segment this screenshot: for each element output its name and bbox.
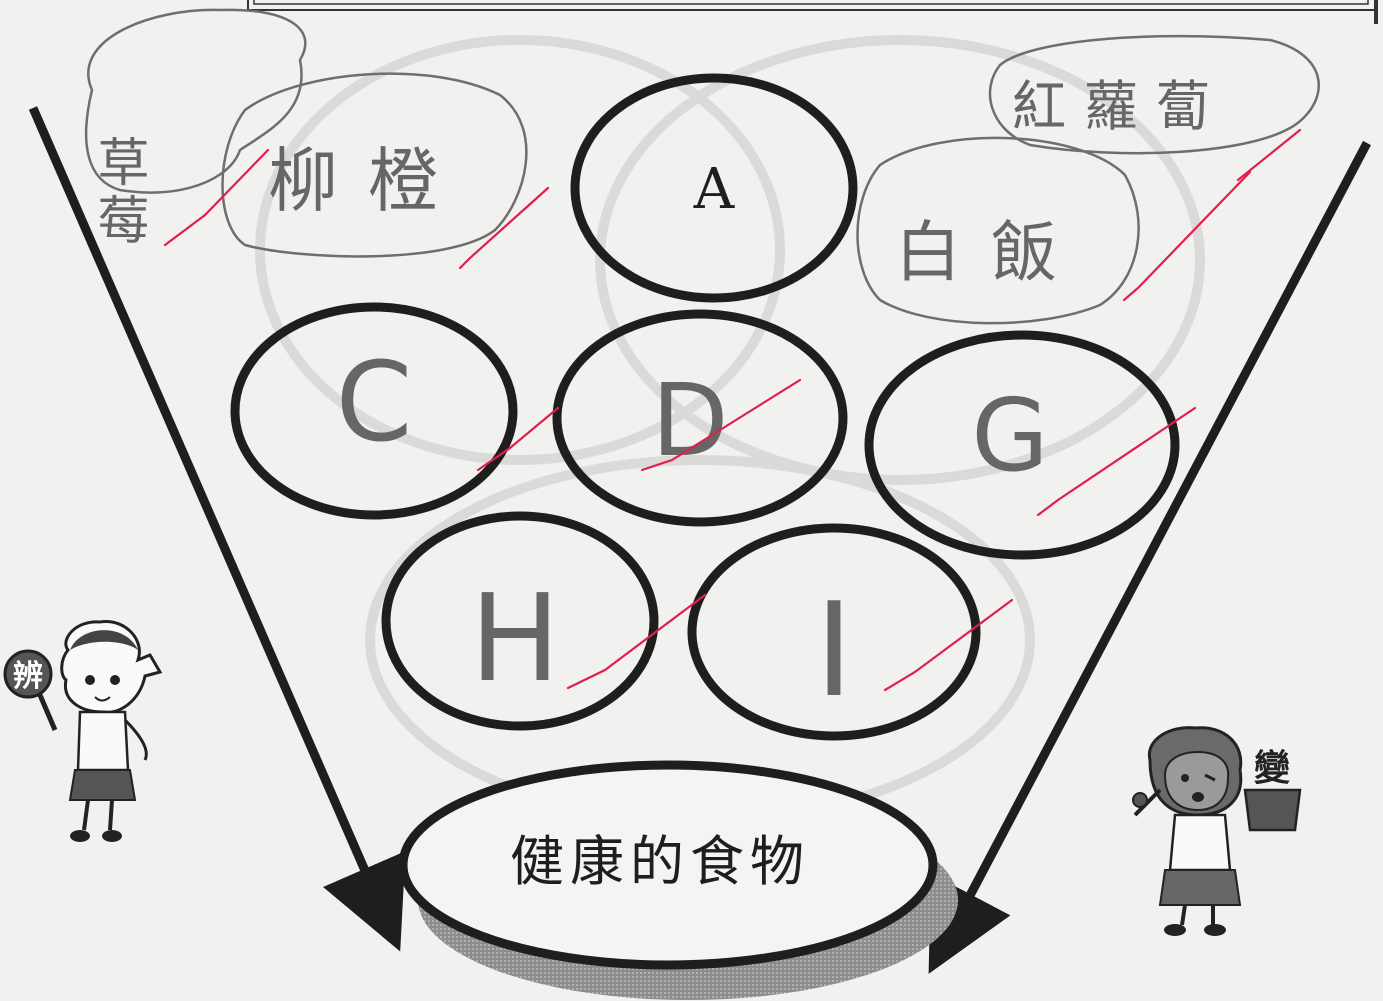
- check-mark-icon: [566, 593, 707, 690]
- left-sign-text: 辨: [13, 659, 43, 694]
- check-mark-icon: [1236, 128, 1302, 182]
- result-node: 健康的食物: [398, 760, 958, 1000]
- node-d-label: D: [651, 362, 728, 479]
- top-banner-frame: [247, 0, 1378, 24]
- note-rice-text: 白飯: [895, 214, 1087, 291]
- node-h: H: [381, 511, 659, 731]
- background-decoration: [255, 35, 1205, 825]
- result-label: 健康的食物: [510, 830, 810, 893]
- right-girl-illustration: 變: [1132, 726, 1302, 936]
- right-funnel-arrow: [928, 140, 1371, 974]
- check-mark-icon: [458, 186, 550, 270]
- check-mark-icon: [883, 598, 1014, 692]
- note-strawberry-text: 草莓: [88, 135, 148, 251]
- left-funnel-arrow: [28, 106, 406, 952]
- node-c: C: [230, 302, 518, 520]
- node-d: D: [552, 309, 848, 527]
- check-mark-icon: [1122, 170, 1252, 302]
- node-g: G: [864, 330, 1180, 560]
- note-carrot-text: 紅蘿蔔: [1012, 75, 1228, 138]
- check-marks: [163, 128, 1302, 692]
- check-mark-icon: [640, 378, 802, 472]
- node-h-label: H: [470, 570, 560, 709]
- node-i-label: I: [815, 574, 853, 726]
- check-mark-icon: [1036, 406, 1197, 517]
- node-g-label: G: [971, 377, 1049, 494]
- check-mark-icon: [476, 406, 560, 472]
- handwritten-note-rice: 白飯: [856, 136, 1140, 325]
- node-a: A: [570, 73, 858, 303]
- node-i: I: [687, 523, 981, 741]
- handwritten-note-strawberry: 草莓: [84, 8, 307, 251]
- node-a-label: A: [693, 157, 735, 222]
- handwritten-note-orange: 柳橙: [221, 72, 528, 258]
- node-c-label: C: [336, 338, 413, 466]
- right-sign-text: 變: [1254, 748, 1290, 789]
- handwritten-note-carrot: 紅蘿蔔: [988, 34, 1320, 155]
- left-girl-illustration: 辨: [3, 620, 163, 842]
- note-orange-text: 柳橙: [268, 140, 468, 222]
- check-mark-icon: [163, 148, 270, 247]
